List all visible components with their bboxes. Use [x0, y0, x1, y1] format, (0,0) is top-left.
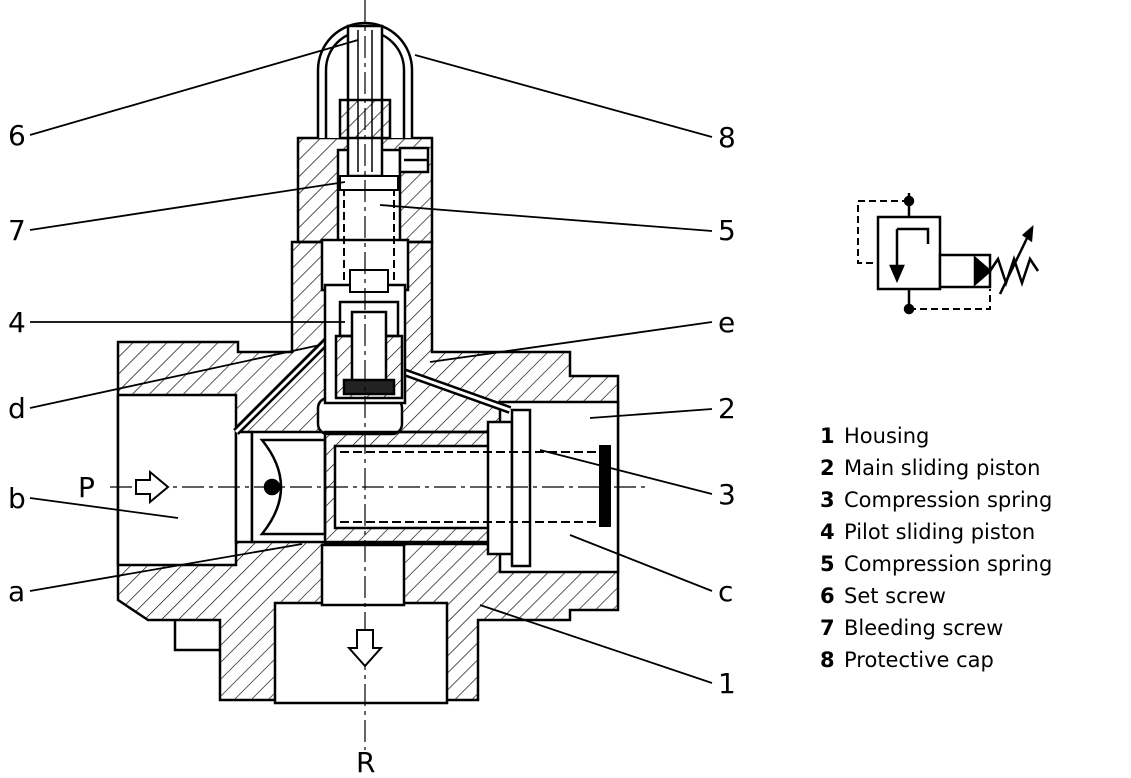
legend-text: Compression spring	[844, 488, 1053, 512]
legend-item: 3 Compression spring	[820, 484, 1052, 516]
callout-5: 5	[718, 214, 736, 247]
legend-number: 4	[820, 520, 835, 544]
callout-R: R	[356, 746, 375, 778]
inlet-flow-arrow	[135, 469, 170, 505]
hydraulic-symbol	[857, 193, 1040, 315]
callout-4: 4	[8, 306, 26, 339]
callout-a: a	[8, 575, 25, 608]
legend-item: 4 Pilot sliding piston	[820, 516, 1052, 548]
legend-number: 3	[820, 488, 835, 512]
callout-3: 3	[718, 478, 736, 511]
legend-item: 5 Compression spring	[820, 548, 1052, 580]
legend-number: 7	[820, 616, 835, 640]
main-spring	[340, 445, 611, 527]
legend-item: 7 Bleeding screw	[820, 612, 1052, 644]
legend-number: 6	[820, 584, 835, 608]
callout-labels: 6 8 7 5 4 e d 2 P b 3 a c 1 R	[8, 119, 736, 778]
callout-1: 1	[718, 667, 736, 700]
pilot-piston	[334, 300, 404, 400]
legend-number: 2	[820, 456, 835, 480]
callout-7: 7	[8, 214, 26, 247]
outlet-flow-arrow	[346, 629, 384, 668]
callout-2: 2	[718, 392, 736, 425]
legend-item: 6 Set screw	[820, 580, 1052, 612]
callout-c: c	[718, 575, 733, 608]
centerlines	[110, 0, 650, 750]
callout-8: 8	[718, 121, 736, 154]
legend-text: Compression spring	[844, 552, 1053, 576]
callout-P: P	[78, 471, 95, 504]
legend-item: 8 Protective cap	[820, 644, 1052, 676]
callout-6: 6	[8, 119, 26, 152]
legend-text: Pilot sliding piston	[844, 520, 1036, 544]
callout-e: e	[718, 306, 735, 339]
callout-b: b	[8, 482, 26, 515]
legend-text: Main sliding piston	[844, 456, 1041, 480]
legend-text: Set screw	[844, 584, 946, 608]
legend-number: 8	[820, 648, 835, 672]
callout-d: d	[8, 392, 26, 425]
legend-number: 1	[820, 424, 835, 448]
legend-text: Bleeding screw	[844, 616, 1004, 640]
legend-number: 5	[820, 552, 835, 576]
leader-lines	[29, 39, 713, 684]
legend-text: Housing	[844, 424, 930, 448]
legend-item: 1 Housing	[820, 420, 1052, 452]
flow-arrows	[135, 469, 384, 668]
legend-item: 2 Main sliding piston	[820, 452, 1052, 484]
legend-text: Protective cap	[844, 648, 994, 672]
